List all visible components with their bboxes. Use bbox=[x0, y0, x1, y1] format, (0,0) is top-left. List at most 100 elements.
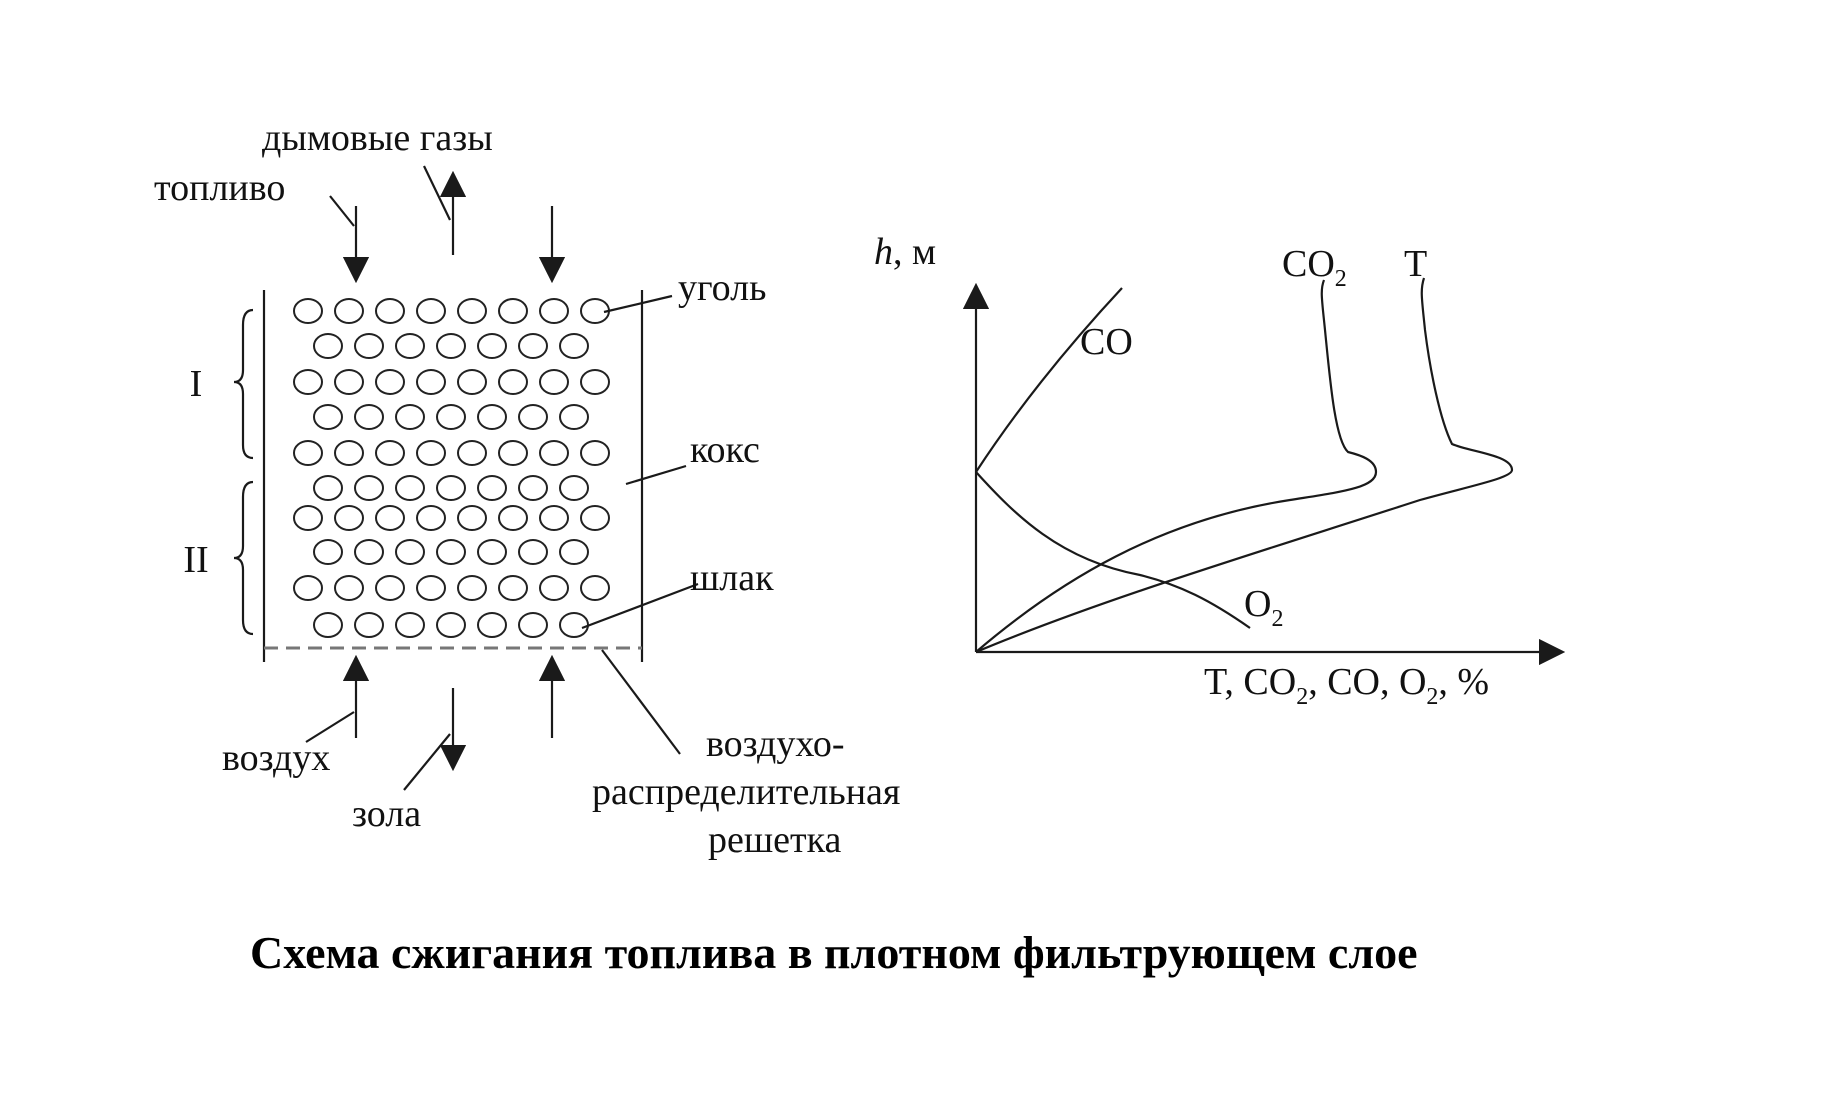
o2-label: O2 bbox=[1244, 583, 1283, 632]
grate-label-line3: решетка bbox=[708, 819, 841, 861]
ash-label: зола bbox=[352, 793, 421, 835]
particle bbox=[518, 333, 548, 359]
particle bbox=[395, 333, 425, 359]
particle bbox=[313, 333, 343, 359]
ash-leader bbox=[403, 733, 451, 791]
particle bbox=[395, 612, 425, 638]
x-axis-label: T, CO2, CO, O2, % bbox=[1204, 661, 1489, 710]
t-curve bbox=[975, 277, 1514, 654]
particle bbox=[498, 575, 528, 601]
particle bbox=[293, 440, 323, 466]
coal-leader bbox=[603, 294, 673, 314]
particle bbox=[436, 539, 466, 565]
flue-gas-leader bbox=[423, 165, 451, 221]
particle bbox=[477, 539, 507, 565]
particle bbox=[559, 612, 589, 638]
particle bbox=[334, 369, 364, 395]
o2-curve bbox=[975, 471, 1251, 629]
particle bbox=[416, 575, 446, 601]
slag-label: шлак bbox=[690, 557, 774, 599]
particle bbox=[354, 539, 384, 565]
particle bbox=[498, 369, 528, 395]
particle bbox=[457, 505, 487, 531]
particle bbox=[334, 575, 364, 601]
particle bbox=[395, 404, 425, 430]
zone-one-label: I bbox=[190, 363, 203, 405]
particle bbox=[375, 505, 405, 531]
particle bbox=[354, 475, 384, 501]
particle bbox=[313, 612, 343, 638]
particle bbox=[580, 575, 610, 601]
particle bbox=[498, 440, 528, 466]
particle bbox=[334, 298, 364, 324]
slag-leader bbox=[581, 582, 699, 630]
particle bbox=[375, 575, 405, 601]
bed-schematic: I II дымовые газы топливо уголь кокс шла… bbox=[154, 117, 900, 861]
particle bbox=[375, 369, 405, 395]
particle bbox=[518, 539, 548, 565]
y-axis-label: h, м bbox=[874, 231, 936, 273]
particle bbox=[436, 333, 466, 359]
particle-bed bbox=[293, 298, 610, 638]
particle bbox=[375, 440, 405, 466]
particle bbox=[416, 298, 446, 324]
particle bbox=[559, 333, 589, 359]
particle bbox=[436, 475, 466, 501]
particle bbox=[477, 333, 507, 359]
particle bbox=[354, 333, 384, 359]
particle bbox=[498, 298, 528, 324]
particle bbox=[518, 475, 548, 501]
particle bbox=[580, 505, 610, 531]
grate-leader bbox=[601, 649, 681, 755]
particle bbox=[559, 475, 589, 501]
figure-caption: Схема сжигания топлива в плотном фильтру… bbox=[250, 927, 1418, 978]
particle bbox=[293, 505, 323, 531]
t-label: T bbox=[1404, 243, 1427, 285]
particle bbox=[313, 539, 343, 565]
profile-chart: h, м CO CO2 T O2 T, CO2, CO, O2, % bbox=[874, 231, 1566, 710]
fuel-label: топливо bbox=[154, 167, 285, 209]
particle bbox=[518, 612, 548, 638]
particle bbox=[477, 404, 507, 430]
coal-label: уголь bbox=[678, 267, 766, 309]
particle bbox=[313, 475, 343, 501]
particle bbox=[354, 404, 384, 430]
particle bbox=[354, 612, 384, 638]
particle bbox=[375, 298, 405, 324]
air-leader bbox=[305, 711, 355, 743]
particle bbox=[539, 505, 569, 531]
particle bbox=[457, 369, 487, 395]
zone-two-brace bbox=[233, 480, 254, 636]
particle bbox=[477, 475, 507, 501]
particle bbox=[293, 369, 323, 395]
particle bbox=[539, 575, 569, 601]
particle bbox=[334, 440, 364, 466]
particle bbox=[580, 440, 610, 466]
co-curve bbox=[975, 287, 1123, 473]
particle bbox=[457, 298, 487, 324]
grate-label-line1: воздухо- bbox=[706, 723, 845, 765]
coke-label: кокс bbox=[690, 429, 760, 471]
air-label: воздух bbox=[222, 737, 330, 779]
particle bbox=[580, 369, 610, 395]
co-label: CO bbox=[1080, 321, 1133, 363]
particle bbox=[293, 298, 323, 324]
particle bbox=[334, 505, 364, 531]
particle bbox=[416, 440, 446, 466]
particle bbox=[539, 298, 569, 324]
particle bbox=[518, 404, 548, 430]
co2-curve bbox=[975, 279, 1378, 653]
smoke-gases-label: дымовые газы bbox=[262, 117, 493, 159]
particle bbox=[416, 505, 446, 531]
particle bbox=[395, 475, 425, 501]
fuel-leader bbox=[329, 195, 355, 227]
particle bbox=[313, 404, 343, 430]
particle bbox=[498, 505, 528, 531]
particle bbox=[436, 612, 466, 638]
particle bbox=[395, 539, 425, 565]
particle bbox=[559, 539, 589, 565]
grate-label-line2: распределительная bbox=[592, 771, 900, 813]
particle bbox=[539, 369, 569, 395]
coke-leader bbox=[625, 464, 687, 486]
